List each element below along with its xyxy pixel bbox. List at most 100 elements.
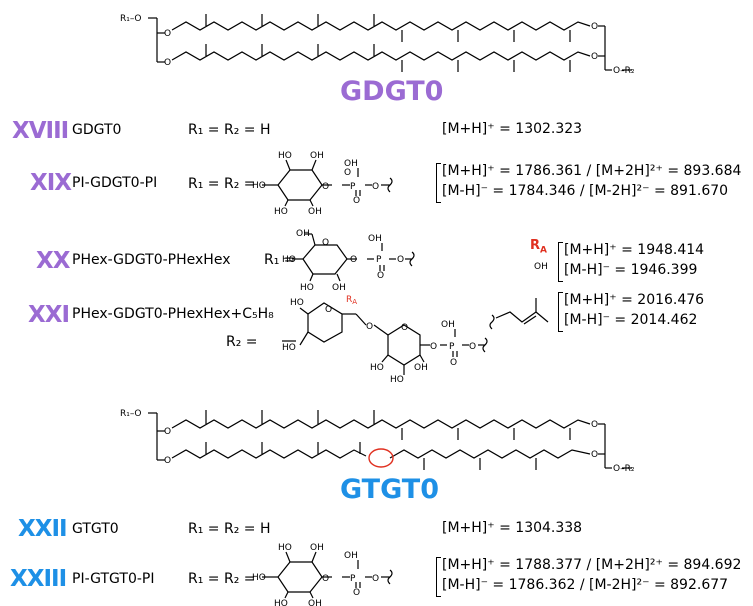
gdgt-core-structure — [148, 14, 632, 72]
inositol-phosphate-xxiii — [262, 551, 393, 599]
gdgt-title: GDGT0 — [340, 76, 444, 107]
svg-text:O: O — [469, 342, 476, 352]
svg-text:HO: HO — [278, 543, 292, 553]
hexhex-phosphate-xxi — [282, 302, 488, 375]
svg-text:HO: HO — [274, 207, 288, 217]
mass-xxi-1: [M-H]⁻ = 2014.462 — [564, 312, 698, 328]
svg-text:OH: OH — [414, 363, 428, 373]
svg-text:O: O — [164, 29, 171, 39]
svg-text:O–R₂: O–R₂ — [613, 464, 635, 474]
hexose-phosphate-xx — [292, 233, 415, 282]
mass-xxiii-1: [M-H]⁻ = 1786.362 / [M-2H]²⁻ = 892.677 — [442, 577, 729, 593]
compound-id-xxi: XXI — [28, 302, 70, 328]
mass-xxi-0: [M+H]⁺ = 2016.476 — [564, 292, 705, 308]
compound-name-xxiii: PI-GTGT0-PI — [72, 571, 155, 587]
isoprenyl-group — [489, 298, 549, 330]
svg-text:O: O — [350, 255, 357, 265]
svg-text:OH: OH — [441, 320, 455, 330]
svg-text:OH: OH — [310, 151, 324, 161]
ra-oh-option: OH — [534, 262, 548, 272]
svg-text:P: P — [376, 255, 382, 265]
svg-text:O: O — [450, 358, 457, 368]
svg-text:O: O — [591, 22, 598, 32]
svg-text:OH: OH — [310, 543, 324, 553]
mass-xix-1: [M-H]⁻ = 1784.346 / [M-2H]²⁻ = 891.670 — [442, 183, 729, 199]
svg-text:HO: HO — [282, 255, 296, 265]
svg-text:R₁–O: R₁–O — [120, 409, 141, 419]
svg-text:O: O — [377, 271, 384, 281]
svg-text:P: P — [449, 342, 455, 352]
svg-text:O: O — [344, 168, 351, 178]
r-substituent-xx: R₁ = — [264, 252, 296, 268]
mass-bracket-xxi — [558, 292, 563, 332]
mass-bracket-xxiii — [436, 557, 441, 597]
cleavage-circle — [368, 448, 394, 468]
svg-text:O: O — [591, 450, 598, 460]
compound-id-xix: XIX — [30, 170, 72, 196]
gtgt-title: GTGT0 — [340, 474, 439, 505]
ra-label-sub: A — [540, 245, 547, 256]
mass-bracket-xx — [558, 242, 563, 282]
compound-id-xx: XX — [36, 248, 70, 274]
svg-text:HO: HO — [278, 151, 292, 161]
svg-text:OH: OH — [344, 159, 358, 169]
svg-text:O: O — [353, 588, 360, 598]
svg-text:O: O — [164, 58, 171, 68]
svg-text:O: O — [322, 182, 329, 192]
mass-xix-0: [M+H]⁺ = 1786.361 / [M+2H]²⁺ = 893.684 — [442, 163, 742, 179]
ra-label-text: R — [530, 238, 541, 253]
compound-name-xviii: GDGT0 — [72, 122, 122, 138]
mass-xx-0: [M+H]⁺ = 1948.414 — [564, 242, 705, 258]
r-substituent-xviii: R₁ = R₂ = H — [188, 122, 271, 138]
svg-text:O: O — [322, 238, 329, 248]
mass-xviii-0: [M+H]⁺ = 1302.323 — [442, 121, 583, 137]
svg-text:HO: HO — [252, 573, 266, 583]
r-substituent-xix: R₁ = R₂ = — [188, 176, 256, 192]
svg-text:O: O — [401, 323, 408, 333]
svg-text:HO: HO — [300, 283, 314, 293]
r-substituent-xxii: R₁ = R₂ = H — [188, 521, 271, 537]
mass-xxii-0: [M+H]⁺ = 1304.338 — [442, 520, 583, 536]
svg-text:HO: HO — [370, 363, 384, 373]
svg-text:O: O — [164, 456, 171, 466]
mass-bracket-xix — [436, 163, 441, 203]
svg-text:O: O — [164, 427, 171, 437]
compound-name-xxi: PHex-GDGT0-PHexHex+C₅H₈ — [72, 306, 274, 322]
mass-xx-1: [M-H]⁻ = 1946.399 — [564, 262, 698, 278]
svg-text:OH: OH — [344, 551, 358, 561]
inositol-phosphate-xix — [262, 159, 393, 207]
svg-text:O: O — [591, 52, 598, 62]
compound-name-xix: PI-GDGT0-PI — [72, 175, 158, 191]
svg-text:OH: OH — [308, 207, 322, 217]
svg-text:OH: OH — [308, 599, 322, 606]
svg-text:O: O — [397, 255, 404, 265]
svg-text:P: P — [350, 574, 356, 584]
r-substituent-xxi: R₂ = — [226, 334, 258, 350]
svg-text:OH: OH — [332, 283, 346, 293]
compound-name-xx: PHex-GDGT0-PHexHex — [72, 252, 231, 268]
svg-text:HO: HO — [390, 375, 404, 385]
compound-id-xviii: XVIII — [12, 118, 69, 144]
compound-id-xxii: XXII — [18, 516, 68, 542]
compound-id-xxiii: XXIII — [10, 566, 67, 592]
svg-text:P: P — [350, 182, 356, 192]
mass-xxiii-0: [M+H]⁺ = 1788.377 / [M+2H]²⁺ = 894.692 — [442, 557, 742, 573]
compound-name-xxii: GTGT0 — [72, 521, 119, 537]
svg-text:O: O — [322, 574, 329, 584]
svg-text:O: O — [430, 342, 437, 352]
svg-text:O–R₂: O–R₂ — [613, 66, 635, 76]
svg-text:OH: OH — [296, 229, 310, 239]
svg-text:HO: HO — [282, 343, 296, 353]
gtgt-core-structure — [148, 410, 632, 470]
ra-label: RA — [530, 238, 547, 256]
svg-text:HO: HO — [274, 599, 288, 606]
svg-text:O: O — [353, 196, 360, 206]
svg-text:O: O — [366, 322, 373, 332]
svg-text:HO: HO — [290, 298, 304, 308]
svg-text:O: O — [591, 420, 598, 430]
r-substituent-xxiii: R₁ = R₂ = — [188, 571, 256, 587]
svg-text:HO: HO — [252, 181, 266, 191]
svg-text:R₁–O: R₁–O — [120, 14, 141, 24]
svg-text:O: O — [325, 305, 332, 315]
